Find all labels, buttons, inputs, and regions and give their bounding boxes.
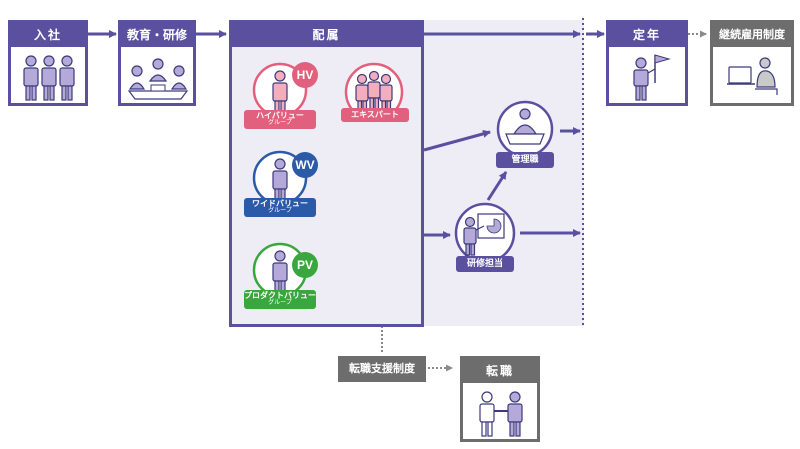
meeting-table-icon xyxy=(127,58,189,100)
wv-group-sub: グループ xyxy=(268,207,292,215)
expert-label-text: エキスパート xyxy=(351,110,399,119)
wv-group-name: ワイドバリュー xyxy=(252,199,308,208)
stage-joining-title: 入社 xyxy=(11,23,85,47)
goal-flag-icon xyxy=(633,54,671,101)
hv-group-label: ハイバリュー グループ xyxy=(244,110,316,129)
trainer-label: 研修担当 xyxy=(456,256,514,272)
transfer-support-label: 転職支援制度 xyxy=(338,356,426,382)
wv-group-label: ワイドバリュー グループ xyxy=(244,198,316,217)
hv-badge: HV xyxy=(292,62,318,88)
pv-group-label: プロダクトバリュー グループ xyxy=(244,290,316,309)
stage-training-title: 教育・研修 xyxy=(121,23,193,47)
handshake-icon xyxy=(479,391,523,437)
pv-badge: PV xyxy=(292,252,318,278)
laptop-worker-icon xyxy=(727,57,778,95)
expert-people-icon xyxy=(344,62,404,122)
stage-training: 教育・研修 xyxy=(118,20,196,106)
pv-group-sub: グループ xyxy=(268,299,292,307)
arrow-assignment-manager xyxy=(423,129,491,152)
stage-retirement-title: 定年 xyxy=(609,23,685,47)
pv-person-icon xyxy=(252,242,308,298)
stage-transfer: 転職 xyxy=(460,356,540,442)
group-people-icon xyxy=(23,55,75,101)
expert-label: エキスパート xyxy=(341,108,409,122)
wv-badge: WV xyxy=(292,152,318,178)
manager-desk-icon xyxy=(496,100,554,158)
pv-group-name: プロダクトバリュー xyxy=(244,291,316,300)
stage-joining: 入社 xyxy=(8,20,88,106)
hv-group-name: ハイバリュー xyxy=(256,111,304,120)
stage-reemployment: 継続雇用制度 xyxy=(710,20,794,106)
stage-reemployment-title: 継続雇用制度 xyxy=(713,23,791,47)
stage-transfer-title: 転職 xyxy=(463,359,537,383)
stage-retirement: 定年 xyxy=(606,20,688,106)
hv-group-sub: グループ xyxy=(268,119,292,127)
manager-label: 管理職 xyxy=(496,152,554,168)
stage-assignment-title: 配属 xyxy=(232,23,421,47)
arrow-trainer-manager xyxy=(486,171,508,201)
trainer-board-icon xyxy=(454,202,516,264)
